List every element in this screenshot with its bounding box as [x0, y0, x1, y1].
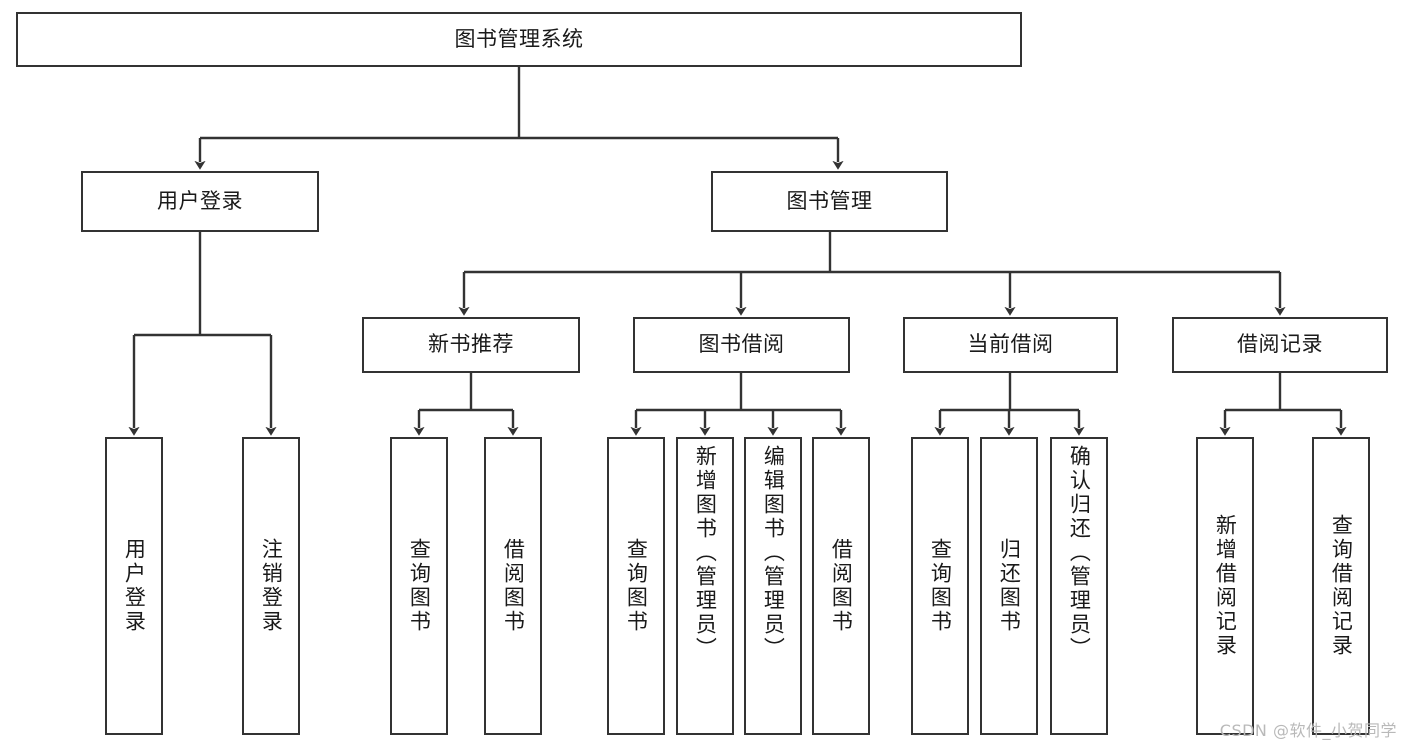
edge-group-user-login [128, 232, 277, 436]
node-leaf-query-book-cur[interactable]: 查询图书 [911, 437, 969, 735]
node-leaf-query-book-rec-label: 查询图书 [407, 538, 432, 634]
node-leaf-confirm-return-admin[interactable]: 确认归还（管理员） [1050, 437, 1108, 735]
node-book-manage[interactable]: 图书管理 [711, 171, 948, 232]
node-leaf-return-book-label: 归还图书 [997, 538, 1022, 634]
node-borrow-record[interactable]: 借阅记录 [1172, 317, 1388, 373]
node-leaf-query-borrow-record[interactable]: 查询借阅记录 [1312, 437, 1370, 735]
node-leaf-borrow-book-rec[interactable]: 借阅图书 [484, 437, 542, 735]
watermark: CSDN @软件_小贺同学 [1219, 721, 1397, 740]
edge-group-book-manage [458, 232, 1286, 316]
node-book-manage-label: 图书管理 [786, 188, 873, 213]
edge-group-current-borrow [934, 373, 1085, 436]
edge-group-book-borrow [630, 373, 847, 436]
node-new-book-recommend-label: 新书推荐 [428, 332, 514, 357]
node-root[interactable]: 图书管理系统 [16, 12, 1022, 67]
edge-group-root [194, 67, 844, 170]
node-leaf-user-login[interactable]: 用户登录 [105, 437, 163, 735]
node-leaf-add-book-admin[interactable]: 新增图书（管理员） [676, 437, 734, 735]
node-leaf-query-book-label: 查询图书 [624, 538, 649, 634]
node-new-book-recommend[interactable]: 新书推荐 [362, 317, 580, 373]
node-user-login[interactable]: 用户登录 [81, 171, 319, 232]
node-leaf-borrow-book[interactable]: 借阅图书 [812, 437, 870, 735]
edge-group-new-book-recommend [413, 373, 519, 436]
node-leaf-logout-login[interactable]: 注销登录 [242, 437, 300, 735]
node-leaf-query-book[interactable]: 查询图书 [607, 437, 665, 735]
node-leaf-query-book-rec[interactable]: 查询图书 [390, 437, 448, 735]
node-leaf-add-borrow-record-label: 新增借阅记录 [1213, 514, 1238, 658]
node-leaf-confirm-return-admin-label: 确认归还（管理员） [1067, 445, 1092, 661]
node-current-borrow[interactable]: 当前借阅 [903, 317, 1118, 373]
node-current-borrow-label: 当前借阅 [967, 332, 1054, 357]
node-leaf-query-borrow-record-label: 查询借阅记录 [1329, 514, 1354, 658]
node-user-login-label: 用户登录 [157, 188, 243, 213]
node-leaf-return-book[interactable]: 归还图书 [980, 437, 1038, 735]
node-leaf-edit-book-admin-label: 编辑图书（管理员） [761, 445, 786, 661]
node-leaf-edit-book-admin[interactable]: 编辑图书（管理员） [744, 437, 802, 735]
node-borrow-record-label: 借阅记录 [1237, 332, 1323, 357]
node-leaf-add-borrow-record[interactable]: 新增借阅记录 [1196, 437, 1254, 735]
node-book-borrow-label: 图书借阅 [698, 332, 785, 357]
node-leaf-borrow-book-label: 借阅图书 [829, 538, 854, 634]
node-leaf-logout-login-label: 注销登录 [259, 538, 284, 634]
node-leaf-borrow-book-rec-label: 借阅图书 [501, 538, 526, 634]
node-root-label: 图书管理系统 [454, 26, 584, 51]
node-leaf-query-book-cur-label: 查询图书 [928, 538, 953, 634]
node-leaf-add-book-admin-label: 新增图书（管理员） [693, 445, 718, 661]
node-book-borrow[interactable]: 图书借阅 [633, 317, 850, 373]
node-leaf-user-login-label: 用户登录 [122, 538, 147, 634]
edge-group-borrow-record [1219, 373, 1347, 436]
